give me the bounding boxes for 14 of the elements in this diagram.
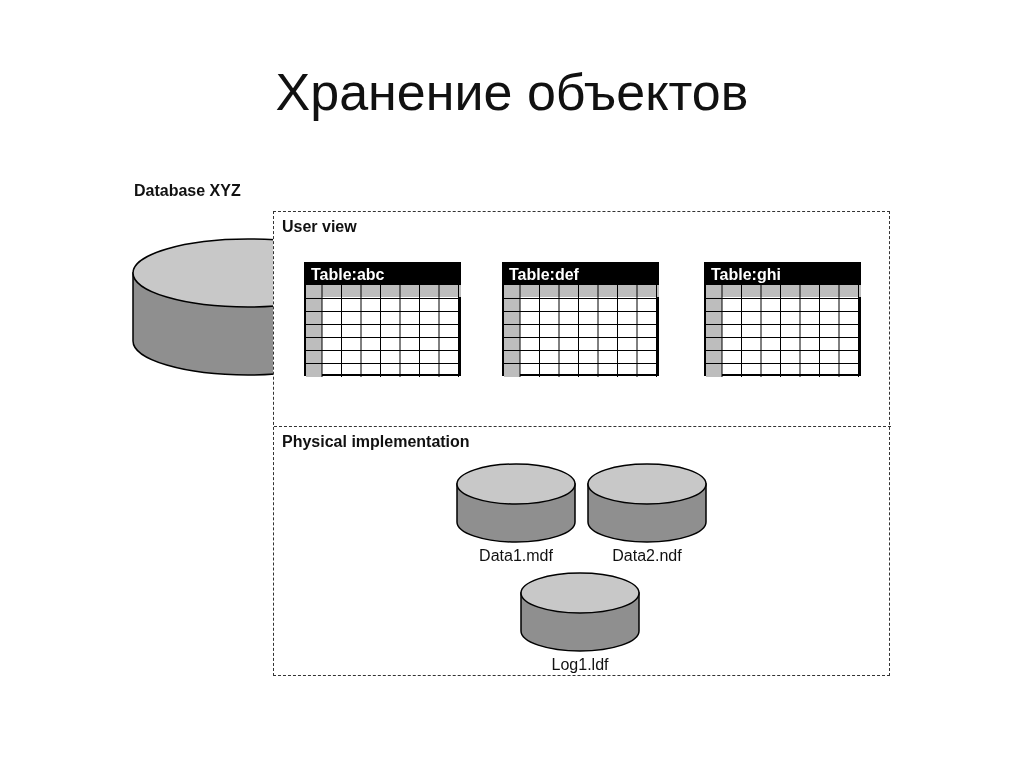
table-grid — [502, 262, 659, 376]
file-label: Data1.mdf — [478, 547, 554, 565]
table-header: Table:ghi — [706, 264, 859, 285]
slide-title: Хранение объектов — [274, 62, 750, 122]
table-header: Table:abc — [306, 264, 459, 285]
file-label: Log1.ldf — [550, 656, 610, 674]
table-grid — [704, 262, 861, 376]
table-grid — [304, 262, 461, 376]
section-heading: Physical implementation — [282, 433, 470, 451]
file-label: Data2.ndf — [611, 547, 683, 565]
section-heading: User view — [282, 218, 357, 236]
table-header: Table:def — [504, 264, 657, 285]
database-heading: Database XYZ — [134, 182, 241, 200]
dashed-frame — [273, 211, 890, 676]
